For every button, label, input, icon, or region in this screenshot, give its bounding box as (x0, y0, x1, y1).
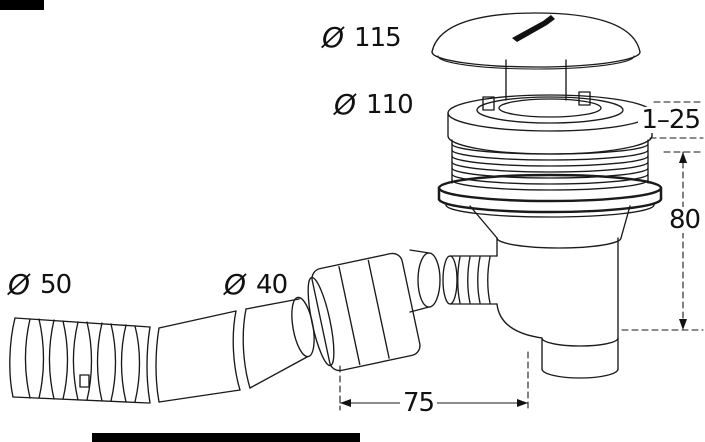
dim-label-hose-outlet-diameter: Ø 40 (224, 268, 288, 301)
diameter-symbol: Ø (334, 88, 356, 121)
cone-washer (409, 249, 441, 313)
diameter-symbol: Ø (322, 21, 344, 54)
dim-label-flange-diameter: Ø 110 (334, 88, 414, 121)
cap-handle-icon (512, 15, 555, 42)
flange-ring (447, 94, 653, 155)
diameter-symbol: Ø (8, 268, 30, 301)
dim-label-hose-inlet-diameter: Ø 50 (8, 268, 72, 301)
threaded-barrel (451, 139, 649, 191)
dim-value: 80 (669, 205, 701, 235)
diameter-symbol: Ø (224, 268, 246, 301)
flexible-hose (9, 296, 315, 404)
dim-value: 115 (354, 23, 402, 53)
trap-body (442, 205, 631, 379)
cap-stem (482, 59, 591, 111)
scan-artifact-bottom (92, 433, 360, 442)
dim-label-width: 75 (400, 388, 438, 418)
dimension-lines (339, 101, 704, 411)
dim-value: 40 (256, 270, 288, 300)
scan-artifact-top-left (0, 0, 44, 10)
rubber-seal (437, 173, 663, 218)
dim-label-adjustment-range: 1–25 (638, 107, 703, 133)
drain-cap (431, 12, 641, 70)
dim-value: 110 (366, 90, 414, 120)
dim-value: 50 (40, 270, 72, 300)
dim-value: 1–25 (641, 105, 701, 135)
compression-nut (307, 252, 421, 372)
dim-value: 75 (403, 388, 435, 418)
dim-label-height: 80 (666, 205, 704, 235)
dim-label-cap-diameter: Ø 115 (322, 21, 402, 54)
